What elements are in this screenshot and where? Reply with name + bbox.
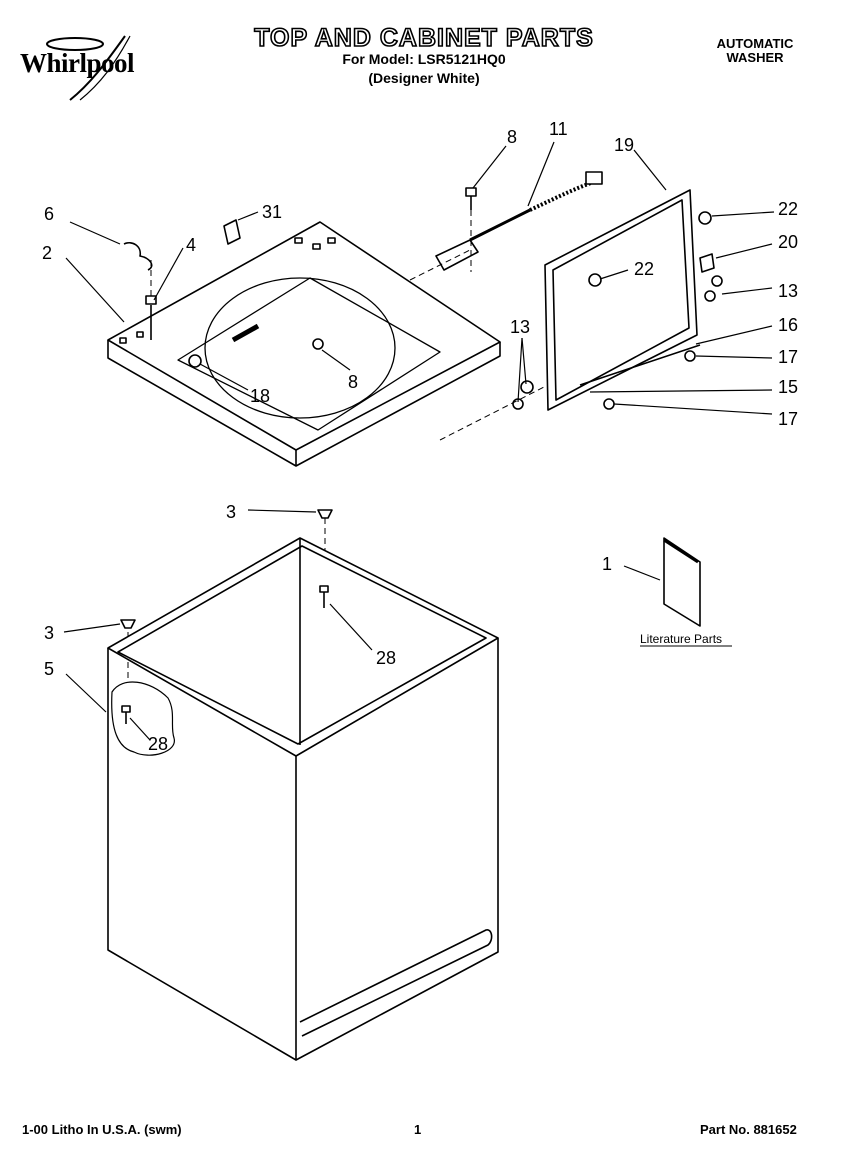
- foot-3-upper: [317, 509, 333, 519]
- brand-wordmark: Whirlpool: [20, 48, 135, 78]
- foot-3-lower: [120, 619, 136, 629]
- screw-8-center: [312, 338, 324, 350]
- model-line: For Model: LSR5121HQ0: [342, 51, 506, 67]
- callout-5: 5: [44, 659, 55, 679]
- footer-page-number: 1: [414, 1122, 422, 1137]
- callout-22-right: 22: [778, 199, 799, 219]
- product-type-line2: WASHER: [726, 50, 784, 65]
- callout-11: 11: [549, 119, 568, 139]
- literature-booklet-icon: [663, 537, 701, 627]
- footer-print-info: 1-00 Litho In U.S.A. (swm): [22, 1122, 182, 1137]
- callout-17-upper: 17: [778, 347, 799, 367]
- callout-2: 2: [42, 243, 53, 263]
- callout-13-right: 13: [778, 281, 799, 301]
- callout-15: 15: [778, 377, 799, 397]
- cabinet-5: [107, 537, 499, 1061]
- whirlpool-logo: Whirlpool: [20, 34, 180, 104]
- callout-31: 31: [262, 202, 283, 222]
- washer-top-panel: [107, 221, 501, 467]
- callout-19: 19: [614, 135, 635, 155]
- callout-8-top: 8: [507, 127, 518, 147]
- callout-3-upper: 3: [226, 502, 237, 522]
- product-type-line1: AUTOMATIC: [716, 36, 794, 51]
- callout-4: 4: [186, 235, 197, 255]
- lid-switch-11: [435, 171, 603, 271]
- callout-22-left: 22: [634, 259, 655, 279]
- color-line: (Designer White): [368, 70, 480, 86]
- callout-1: 1: [602, 554, 613, 574]
- clip-31: [223, 219, 241, 245]
- callout-3-lower: 3: [44, 623, 55, 643]
- lid-frame-19: [512, 189, 723, 411]
- callout-6: 6: [44, 204, 55, 224]
- callout-18: 18: [250, 386, 271, 406]
- callout-leaders: [63, 141, 775, 741]
- callout-17-lower: 17: [778, 409, 799, 429]
- callout-28-lower: 28: [148, 734, 169, 754]
- hinge-clip-6: [123, 241, 153, 271]
- callout-16: 16: [778, 315, 799, 335]
- callout-8-center: 8: [348, 372, 359, 392]
- callout-20: 20: [778, 232, 799, 252]
- callout-13-left: 13: [510, 317, 531, 337]
- logo-swoosh-icon: [46, 35, 131, 101]
- screw-8-top: [465, 187, 477, 210]
- literature-parts-label: Literature Parts: [640, 632, 723, 646]
- callout-28-upper: 28: [376, 648, 397, 668]
- page-title: TOP AND CABINET PARTS: [253, 23, 594, 53]
- footer-part-number: Part No. 881652: [700, 1122, 797, 1137]
